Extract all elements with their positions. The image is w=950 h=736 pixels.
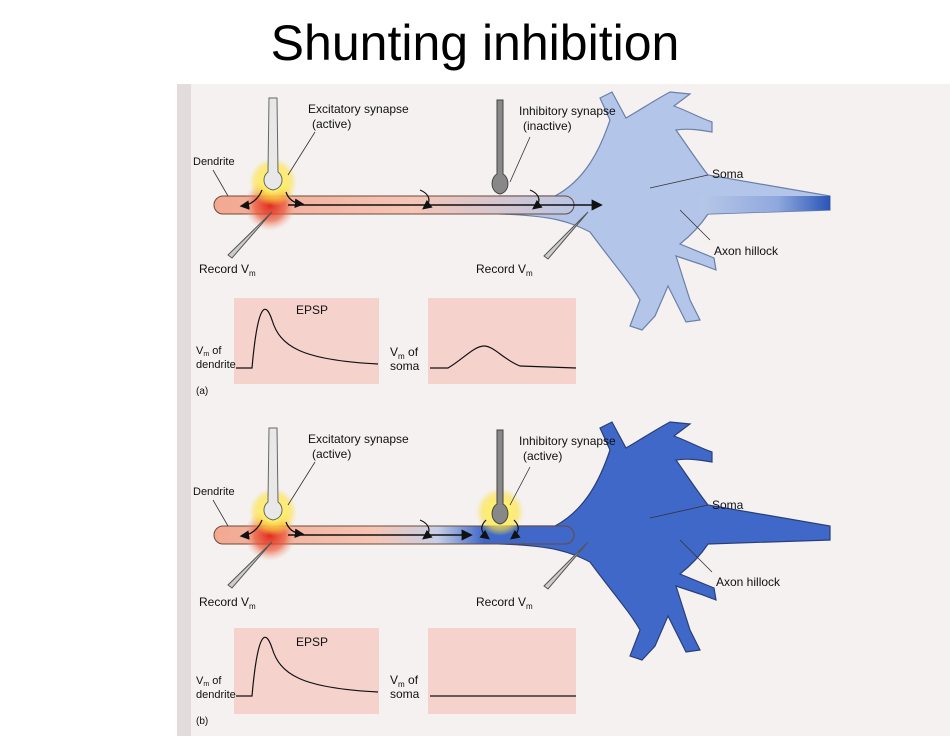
leader-inh-b <box>509 466 531 506</box>
epsp-trace-a <box>236 308 379 369</box>
excitatory-label-b: Excitatory synapse <box>308 432 409 446</box>
axon-hillock-label-a: Axon hillock <box>714 244 779 258</box>
soma-label-b: Soma <box>712 498 744 512</box>
neuron-soma-b <box>499 421 831 661</box>
vm-dendrite-label-b: Vm of <box>196 675 222 688</box>
epsp-trace-b <box>236 636 379 697</box>
electrode-left-a <box>227 211 273 259</box>
soma-trace-a <box>430 345 577 369</box>
epsp-label-a: EPSP <box>296 303 328 317</box>
dendrite-label-a: Dendrite <box>193 156 235 168</box>
vm-dendrite-label-a: Vm of <box>196 345 222 358</box>
excitatory-state-a: (active) <box>312 117 351 131</box>
current-loop-a4 <box>529 189 543 210</box>
electrode-right-b <box>543 541 589 590</box>
excitatory-label-a: Excitatory synapse <box>308 102 409 116</box>
leader-exc-b <box>287 461 316 506</box>
neuron-soma-a <box>499 91 831 331</box>
record-right-label-b: Record Vm <box>476 595 533 611</box>
excitatory-terminal-a <box>263 97 283 191</box>
graph-dendrite-b <box>234 628 379 714</box>
inhibitory-terminal-b <box>491 429 509 525</box>
panel-label-a: (a) <box>196 386 208 397</box>
inhibitory-label-a: Inhibitory synapse <box>519 104 616 118</box>
vm-soma-label-b: Vm of <box>390 673 419 689</box>
leader-soma-b <box>649 504 709 519</box>
current-loop-a1 <box>239 189 263 210</box>
vm-soma-label2-b: soma <box>390 687 420 701</box>
current-loop-b4 <box>479 519 490 540</box>
graph-soma-a <box>428 298 576 384</box>
epsp-label-b: EPSP <box>296 635 328 649</box>
record-right-label-a: Record Vm <box>476 262 533 278</box>
current-loop-b1 <box>239 519 263 540</box>
axon-hillock-label-b: Axon hillock <box>716 575 781 589</box>
leader-dend-b <box>212 499 229 527</box>
vm-dendrite-label2-a: dendrite <box>196 359 236 371</box>
panel-b: Excitatory synapse (active) Inhibitory s… <box>193 421 831 727</box>
inhibitory-state-a: (inactive) <box>523 119 572 133</box>
panel-a: Excitatory synapse (active) Inhibitory s… <box>193 91 831 397</box>
page-gutter <box>177 84 191 736</box>
current-loop-a2 <box>285 191 305 209</box>
inhibitory-label-b: Inhibitory synapse <box>519 434 616 448</box>
record-left-label-a: Record Vm <box>199 262 256 278</box>
panel-label-b: (b) <box>196 716 208 727</box>
current-loop-b2 <box>285 521 305 539</box>
dendrite-label-b: Dendrite <box>193 486 235 498</box>
vm-soma-label-a: Vm of <box>390 345 419 361</box>
leader-hillock-a <box>679 209 711 241</box>
leader-soma-a <box>649 174 709 189</box>
leader-exc-a <box>287 131 316 176</box>
soma-label-a: Soma <box>712 167 744 181</box>
graph-soma-b <box>428 628 576 714</box>
excitatory-terminal-b <box>263 427 283 521</box>
electrode-left-b <box>227 541 273 589</box>
current-loop-a3 <box>419 189 433 210</box>
leader-dend-a <box>212 169 229 197</box>
current-loop-b3 <box>419 519 433 540</box>
slide-title: Shunting inhibition <box>270 15 680 71</box>
axon-a <box>700 196 830 214</box>
vm-dendrite-label2-b: dendrite <box>196 689 236 701</box>
inhibitory-terminal-a <box>491 99 509 195</box>
inhibitory-state-b: (active) <box>523 449 562 463</box>
excitatory-state-b: (active) <box>312 447 351 461</box>
leader-hillock-b <box>679 539 713 573</box>
vm-soma-label2-a: soma <box>390 359 420 373</box>
electrode-right-a <box>543 211 589 260</box>
graph-dendrite-a <box>234 298 379 384</box>
leader-inh-a <box>509 136 531 183</box>
record-left-label-b: Record Vm <box>199 595 256 611</box>
current-loop-b5 <box>510 519 521 540</box>
